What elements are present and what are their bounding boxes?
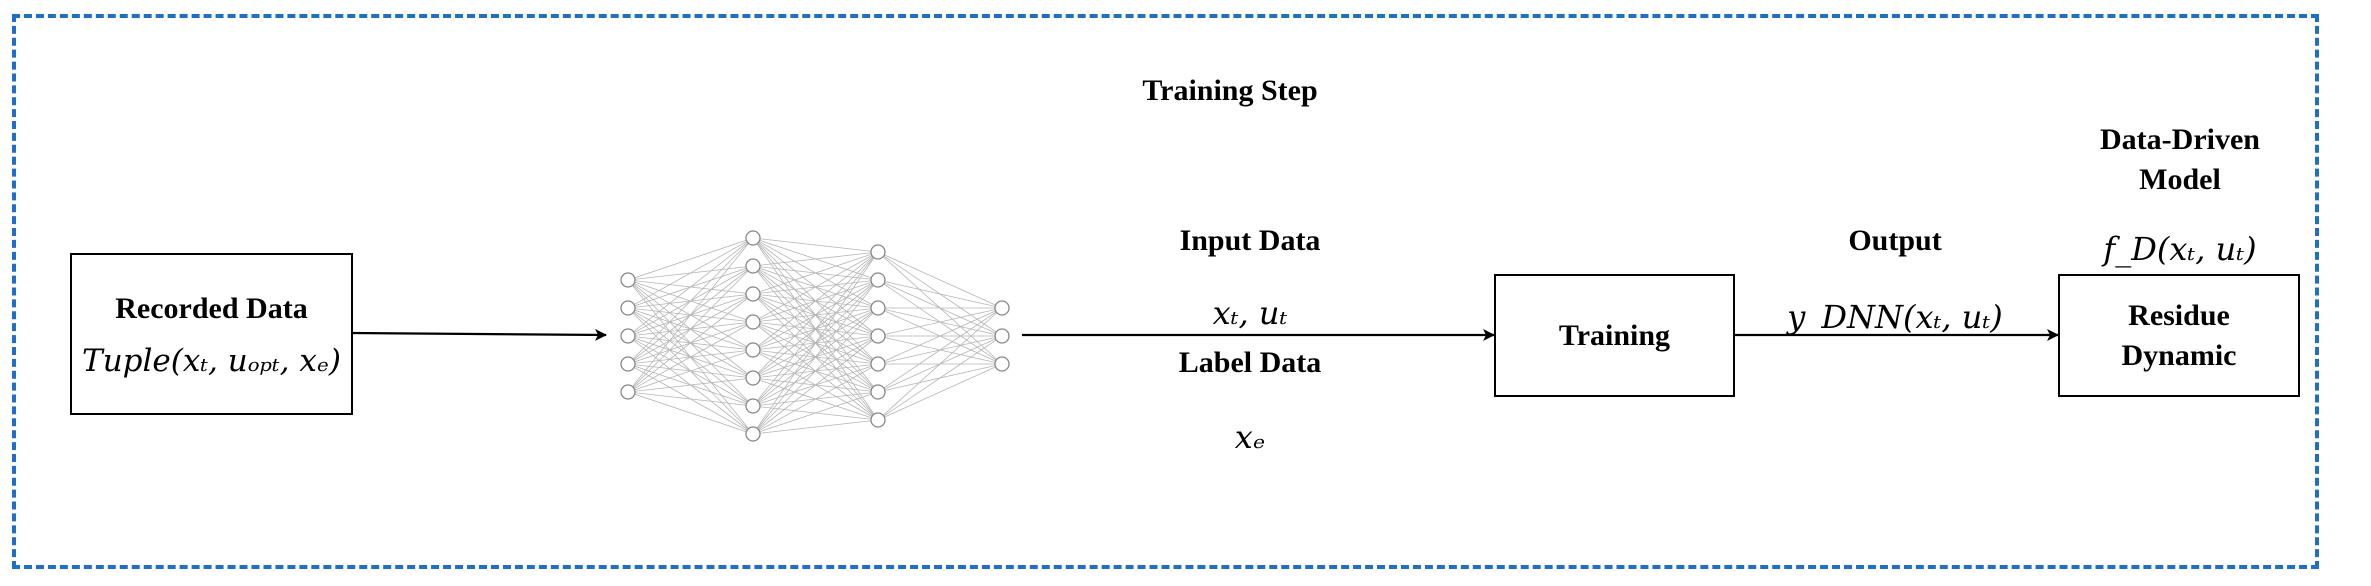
nn-node <box>745 370 761 386</box>
nn-edge <box>752 251 879 435</box>
nn-edge <box>877 363 1003 421</box>
residue-dynamic-line2: Dynamic <box>2121 338 2237 372</box>
label-data-label: Label Data <box>1178 346 1322 379</box>
recorded-data-formula: Tuple(xₜ, uₒₚₜ, xₑ) <box>82 343 341 379</box>
data-driven-model-label: Data-Driven Model <box>2030 120 2330 200</box>
nn-node <box>745 426 761 442</box>
nn-node <box>870 244 886 260</box>
residue-dynamic-box: Residue Dynamic <box>2058 274 2300 397</box>
nn-node <box>745 286 761 302</box>
label-data-formula: xₑ <box>1234 418 1266 456</box>
nn-edge <box>627 237 754 309</box>
nn-edge <box>627 237 754 281</box>
nn-node <box>620 272 636 288</box>
data-driven-model-line2: Model <box>2139 163 2221 196</box>
nn-node <box>745 314 761 330</box>
nn-node <box>745 398 761 414</box>
nn-edge <box>752 251 879 351</box>
recorded-data-box: Recorded Data Tuple(xₜ, uₒₚₜ, xₑ) <box>70 253 353 415</box>
nn-node <box>994 356 1010 372</box>
input-data-label: Input Data <box>1179 224 1321 257</box>
nn-node <box>870 300 886 316</box>
nn-node <box>870 412 886 428</box>
nn-edge <box>877 251 1003 309</box>
diagram-title: Training Step <box>1142 74 1318 107</box>
diagram-frame <box>12 14 2319 569</box>
output-label: Output <box>1848 224 1942 257</box>
nn-edge <box>877 307 1003 393</box>
nn-edge <box>877 279 1003 309</box>
nn-edge <box>627 293 754 393</box>
nn-edge <box>877 307 1003 421</box>
training-title: Training <box>1558 318 1671 352</box>
nn-edge <box>752 363 879 435</box>
recorded-data-title: Recorded Data <box>115 292 308 325</box>
nn-edge <box>627 391 754 435</box>
nn-edge <box>877 307 1003 337</box>
nn-node <box>994 328 1010 344</box>
nn-edge <box>627 265 754 393</box>
nn-edge <box>752 391 879 435</box>
training-box: Training <box>1494 274 1735 397</box>
data-driven-model-line1: Data-Driven <box>2100 123 2260 156</box>
residue-dynamic-line1: Residue <box>2128 298 2230 332</box>
nn-node <box>994 300 1010 316</box>
nn-edge <box>752 251 879 323</box>
nn-edge <box>877 307 1003 365</box>
nn-edge <box>752 251 879 379</box>
nn-node <box>870 384 886 400</box>
nn-edge <box>627 321 754 393</box>
nn-node <box>620 300 636 316</box>
arrow-recorded-to-network <box>351 328 607 341</box>
nn-node <box>620 356 636 372</box>
nn-node <box>745 230 761 246</box>
nn-edge <box>752 251 879 295</box>
nn-edge <box>627 237 754 393</box>
nn-node <box>745 258 761 274</box>
nn-edge <box>752 307 879 435</box>
nn-edge <box>627 237 754 337</box>
nn-node <box>620 328 636 344</box>
nn-node <box>870 272 886 288</box>
nn-edge <box>752 237 879 253</box>
nn-edge <box>877 335 1003 421</box>
nn-edge <box>752 279 879 435</box>
output-formula: y_DNN(xₜ, uₜ) <box>1787 298 2003 336</box>
nn-node <box>870 328 886 344</box>
nn-node <box>620 384 636 400</box>
nn-edge <box>752 251 879 267</box>
nn-node <box>870 356 886 372</box>
neural-network <box>620 230 1010 442</box>
nn-edge <box>752 251 879 407</box>
input-data-formula: xₜ, uₜ <box>1212 294 1288 332</box>
nn-edge <box>627 349 754 393</box>
data-driven-model-formula: f_D(xₜ, uₜ) <box>2103 230 2257 268</box>
nn-node <box>745 342 761 358</box>
nn-edge <box>752 335 879 435</box>
nn-edge <box>627 237 754 365</box>
nn-edge <box>627 391 754 407</box>
nn-edge <box>752 419 879 435</box>
nn-edge <box>627 377 754 393</box>
